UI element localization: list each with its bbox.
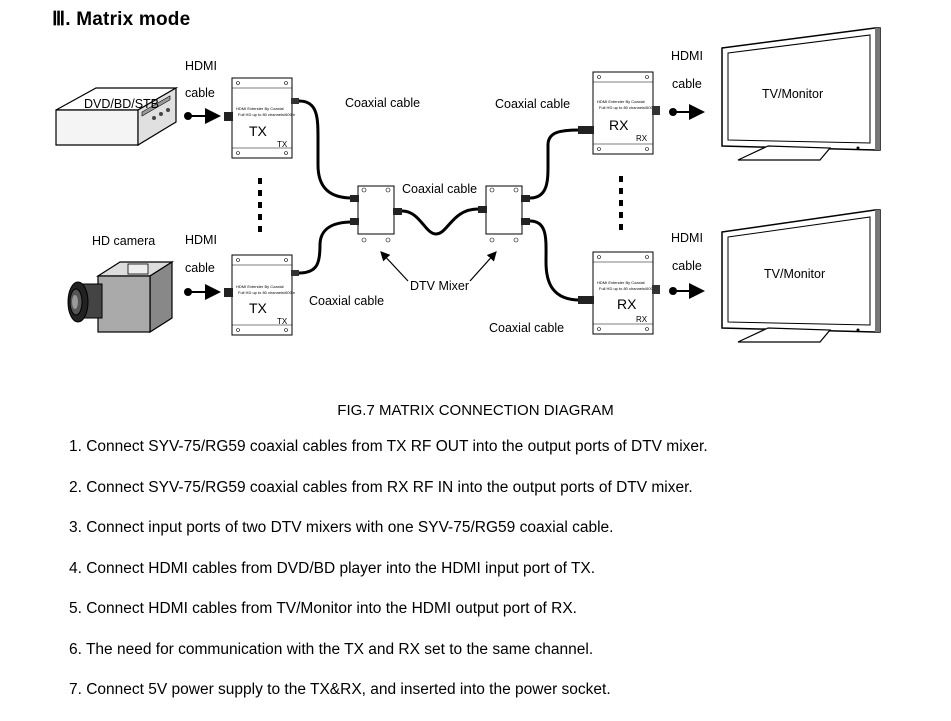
pointer-arrow [380, 251, 409, 282]
dtv-mixer [350, 185, 402, 243]
instruction-step: 4. Connect HDMI cables from DVD/BD playe… [69, 559, 596, 577]
instruction-step: 2. Connect SYV-75/RG59 coaxial cables fr… [69, 478, 693, 496]
rx-label: RX [617, 296, 637, 312]
cable-label: cable [672, 77, 702, 91]
figure-caption: FIG.7 MATRIX CONNECTION DIAGRAM [337, 402, 614, 419]
coaxial-cable [298, 220, 353, 275]
coaxial-cable-label: Coaxial cable [402, 182, 477, 196]
instruction-step: 5. Connect HDMI cables from TV/Monitor i… [69, 600, 577, 617]
coaxial-cable [529, 219, 581, 302]
coaxial-cable-label: Coaxial cable [309, 294, 384, 308]
tx-label-small: TX [277, 317, 288, 326]
device-text: HDMI Extender By Coaxial [597, 99, 645, 104]
tv-monitor-icon [721, 209, 881, 343]
dtv-mixer-label: DTV Mixer [410, 279, 469, 293]
hdmi-arrow [669, 283, 705, 299]
monitor-label: TV/Monitor [762, 87, 823, 101]
device-text: HDMI Extender By Coaxial [236, 106, 284, 111]
monitor-label: TV/Monitor [764, 267, 825, 281]
hdmi-arrow [184, 108, 221, 124]
device-text: Full HD up to 80 channels/600m [599, 286, 657, 291]
cable-label: cable [185, 261, 215, 275]
dtv-mixer [478, 185, 530, 243]
camera-icon [67, 260, 175, 334]
rx-unit: HDMI Extender By Coaxial Full HD up to 8… [578, 71, 660, 155]
hdmi-label: HDMI [185, 233, 217, 247]
coaxial-cable [401, 207, 479, 236]
coaxial-cable-label: Coaxial cable [345, 96, 420, 110]
continuation-dots [619, 176, 623, 230]
device-text: HDMI Extender By Coaxial [236, 284, 284, 289]
hdmi-arrow [669, 104, 705, 120]
rx-label-small: RX [636, 315, 648, 324]
continuation-dots [258, 178, 262, 232]
pointer-arrow [469, 251, 497, 282]
device-text: HDMI Extender By Coaxial [597, 280, 645, 285]
section-heading: Ⅲ. Matrix mode [52, 9, 191, 30]
instruction-step: 1. Connect SYV-75/RG59 coaxial cables fr… [69, 438, 708, 455]
coaxial-cable-label: Coaxial cable [495, 97, 570, 111]
tx-label: TX [249, 123, 268, 139]
source-bottom-label: HD camera [92, 234, 155, 248]
tx-label: TX [249, 300, 268, 316]
hdmi-label: HDMI [671, 49, 703, 63]
device-text: Full HD up to 80 channels/600m [238, 112, 296, 117]
rx-unit: HDMI Extender By Coaxial Full HD up to 8… [578, 251, 660, 335]
coaxial-cable [529, 128, 581, 200]
tx-label-small: TX [277, 140, 288, 149]
instruction-step: 7. Connect 5V power supply to the TX&RX,… [69, 681, 611, 698]
instruction-list: 1. Connect SYV-75/RG59 coaxial cables fr… [69, 437, 708, 721]
rx-label-small: RX [636, 134, 648, 143]
cable-label: cable [185, 86, 215, 100]
coaxial-cable [298, 99, 353, 200]
instruction-step: 6. The need for communication with the T… [69, 640, 594, 658]
instruction-step: 3. Connect input ports of two DTV mixers… [69, 519, 614, 536]
tx-unit: HDMI Extender By Coaxial Full HD up to 8… [224, 254, 299, 336]
rx-label: RX [609, 117, 629, 133]
source-top-label: DVD/BD/STB [84, 97, 159, 111]
dvd-player-icon [55, 86, 179, 147]
hdmi-arrow [184, 284, 221, 300]
coaxial-cable-label: Coaxial cable [489, 321, 564, 335]
tx-unit: HDMI Extender By Coaxial Full HD up to 8… [224, 77, 299, 159]
device-text: Full HD up to 80 channels/600m [599, 105, 657, 110]
cable-label: cable [672, 259, 702, 273]
matrix-connection-diagram: DVD/BD/STB HD camera HDMI cable HDMI cab… [55, 27, 881, 343]
device-text: Full HD up to 80 channels/600m [238, 290, 296, 295]
hdmi-label: HDMI [185, 59, 217, 73]
tv-monitor-icon [721, 27, 881, 161]
hdmi-label: HDMI [671, 231, 703, 245]
